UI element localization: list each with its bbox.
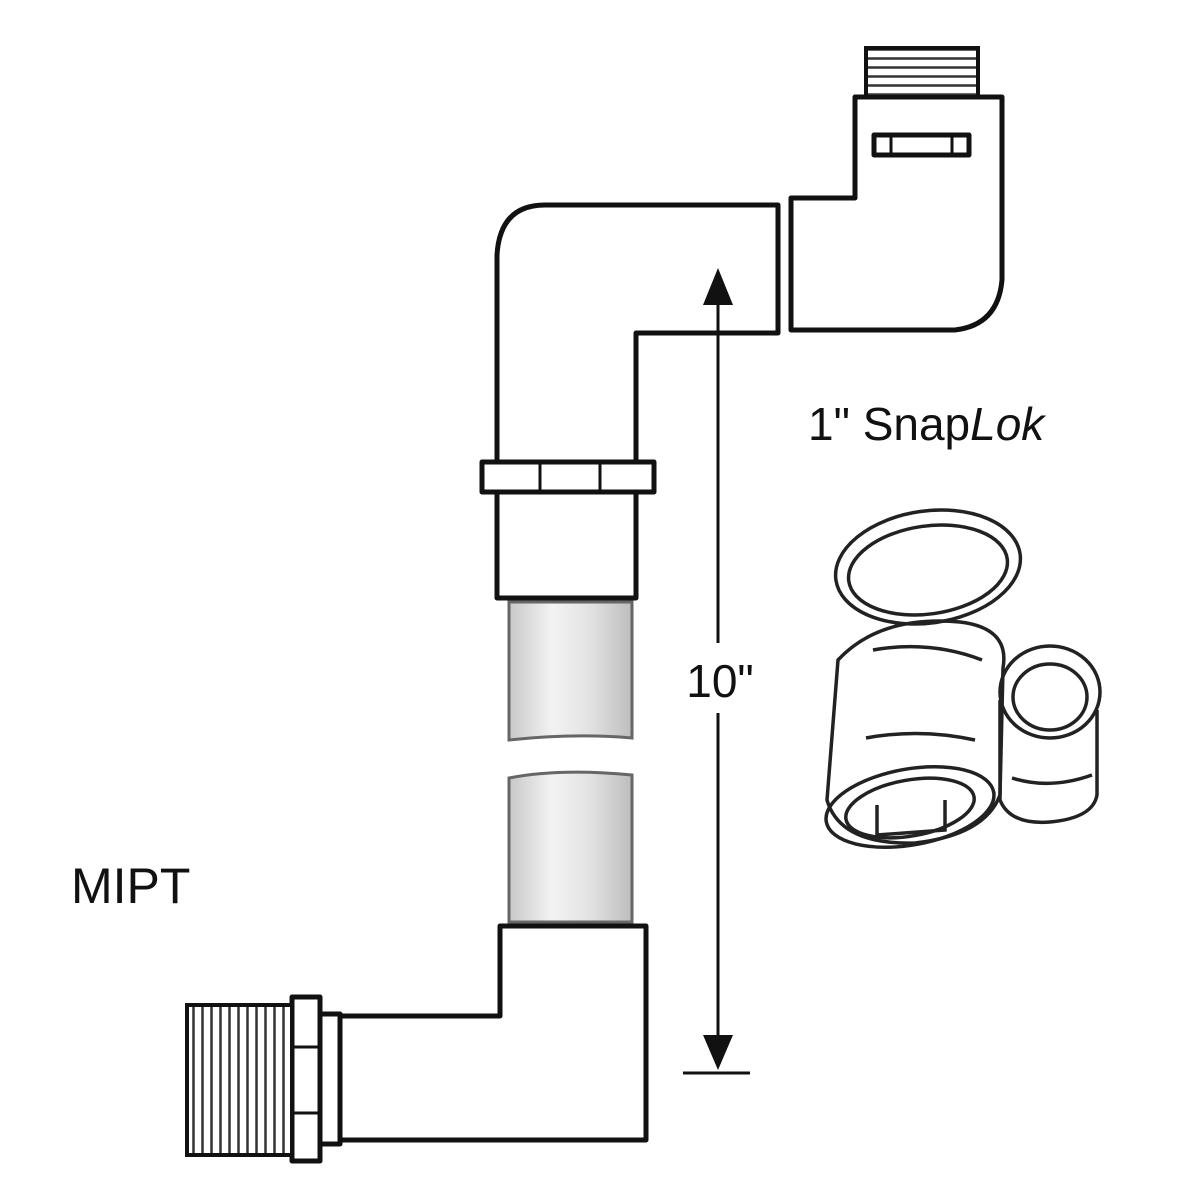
- pipe-section-lower: [507, 770, 634, 924]
- fitting-name-label: 1" SnapLok: [808, 398, 1046, 450]
- dimension-line: [674, 268, 766, 1075]
- mipt-thread: [185, 1003, 294, 1157]
- thread-type-label: MIPT: [71, 858, 190, 914]
- pipe-section-upper: [507, 600, 634, 742]
- snaplok-fitting-sketch: [824, 508, 1102, 849]
- fitting-name-italic: Lok: [970, 398, 1046, 450]
- coupling-collar: [479, 459, 657, 495]
- lower-hex-nut: [289, 994, 343, 1164]
- lower-elbow: [337, 923, 649, 1143]
- fitting-name-prefix: 1" Snap: [808, 398, 970, 450]
- snaplok-elbow: [788, 46, 1005, 333]
- upper-elbow: [494, 202, 781, 601]
- dimension-label: 10": [686, 655, 754, 707]
